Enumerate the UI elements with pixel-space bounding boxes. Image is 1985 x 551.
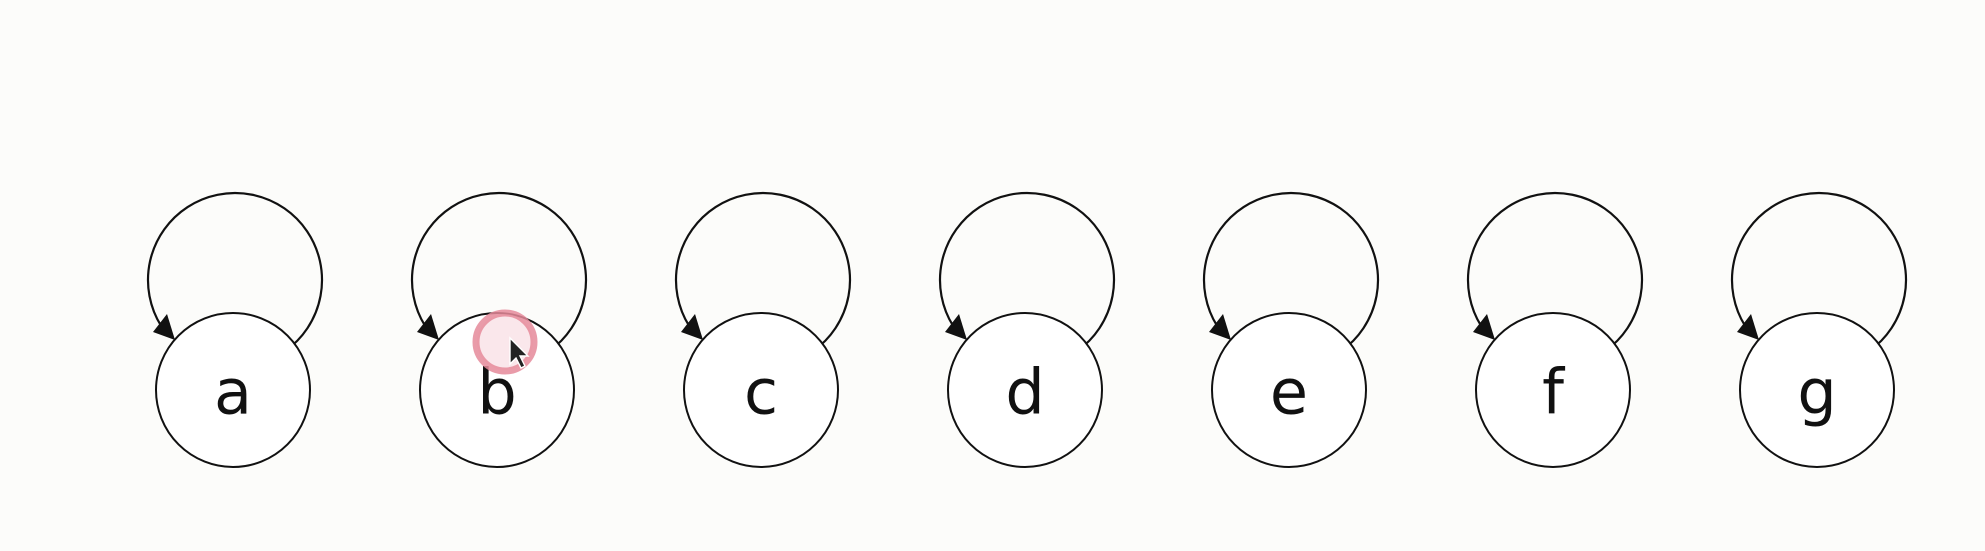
node-c: c — [674, 191, 852, 468]
node-circle-g — [1739, 312, 1895, 468]
cursor-layer — [472, 309, 538, 375]
node-f: f — [1466, 191, 1644, 468]
node-e: e — [1202, 191, 1380, 468]
node-circle-c — [683, 312, 839, 468]
arrowhead-icon — [417, 314, 439, 340]
node-g: g — [1730, 191, 1908, 468]
node-label-c: c — [744, 356, 778, 429]
node-label-g: g — [1797, 356, 1836, 429]
self-loop-edge-f — [1466, 191, 1644, 353]
self-loop-edge-c — [674, 191, 852, 353]
node-a: a — [146, 191, 324, 468]
self-loop-edge-e — [1202, 191, 1380, 353]
node-label-f: f — [1542, 356, 1566, 429]
self-loop-edge-g — [1730, 191, 1908, 353]
arrowhead-icon — [1737, 314, 1759, 340]
node-circle-d — [947, 312, 1103, 468]
arrowhead-icon — [1473, 314, 1495, 340]
self-loop-edge-d — [938, 191, 1116, 353]
self-loop-edge-a — [146, 191, 324, 353]
mouse-pointer-icon — [509, 336, 530, 369]
arrowhead-icon — [1209, 314, 1231, 340]
self-loop-edge-b — [410, 191, 588, 353]
arrowhead-icon — [681, 314, 703, 340]
node-circle-a — [155, 312, 311, 468]
node-d: d — [938, 191, 1116, 468]
node-circle-e — [1211, 312, 1367, 468]
node-label-a: a — [214, 356, 252, 429]
arrowhead-icon — [153, 314, 175, 340]
node-label-d: d — [1005, 356, 1044, 429]
node-circle-f — [1475, 312, 1631, 468]
arrowhead-icon — [945, 314, 967, 340]
click-ring-icon — [472, 309, 538, 375]
node-label-e: e — [1270, 356, 1308, 429]
